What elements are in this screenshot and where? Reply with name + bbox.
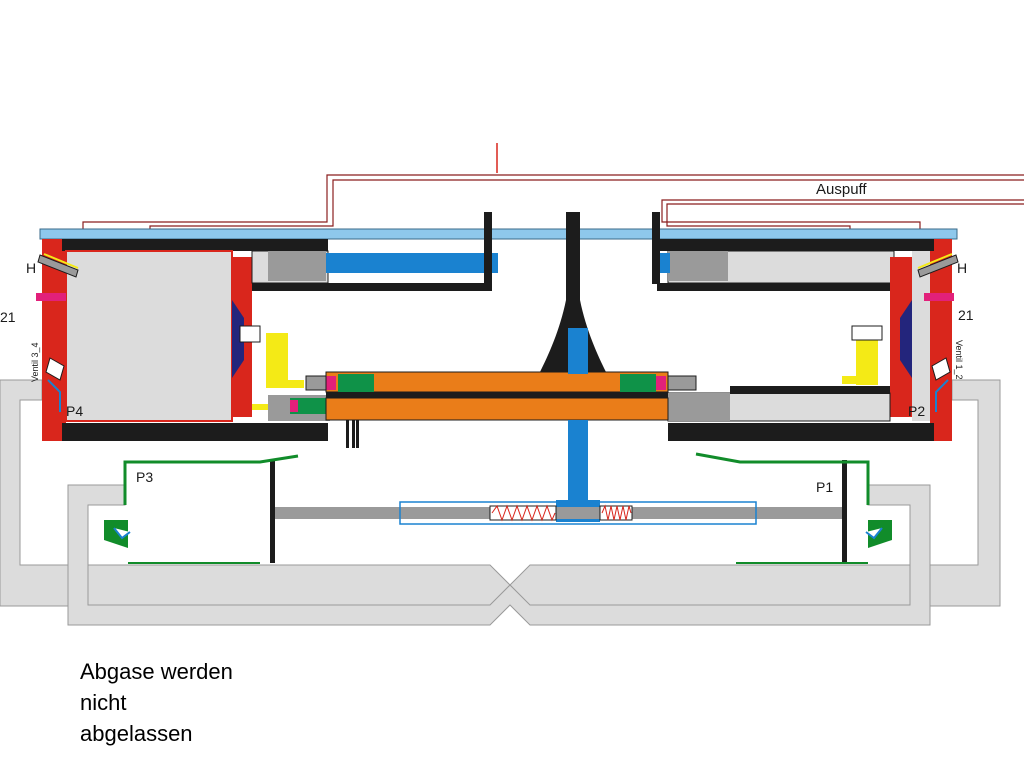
left-h-valve: [37, 254, 79, 278]
p3-valve-flap: [113, 527, 131, 540]
orange-beam-upper: [325, 371, 669, 393]
left-upper-port-block: [268, 251, 326, 281]
valve-label-right: Ventil 1_2: [954, 340, 964, 380]
left-piston-seal: [232, 300, 244, 378]
spring-left-box: [489, 505, 557, 521]
right-piston-seal: [900, 300, 912, 378]
beam-separator: [326, 392, 668, 398]
center-post: [540, 212, 606, 522]
left-h-valve-edge: [43, 253, 79, 269]
left-rod-post: [270, 460, 275, 563]
beam-green-right: [620, 374, 656, 392]
exhaust-pipe-left-outer: [82, 174, 1024, 232]
p1-valve-block: [868, 520, 892, 548]
right-cylinder-outer-wall: [930, 239, 952, 441]
center-post-shaft: [566, 212, 580, 302]
right-post: [652, 212, 660, 284]
left-magenta-pin: [36, 293, 66, 301]
p3-line: [123, 454, 299, 505]
beam-magenta-left: [326, 376, 336, 390]
right-rod-post: [842, 460, 847, 563]
right-cylinder-top-wall: [657, 239, 934, 251]
left-yellow-block: [266, 333, 288, 387]
exhaust-pipes: [82, 143, 1024, 232]
caption-line-2: nicht: [80, 690, 127, 715]
center-blue-lower: [568, 420, 588, 504]
valve-label-left: Ventil 3_4: [30, 342, 40, 382]
return-channel-inner: [67, 484, 931, 626]
left-yellow-pin: [252, 404, 278, 410]
right-ventil-flap: [931, 357, 951, 381]
p3-label: P3: [136, 469, 153, 485]
p1-line: [695, 452, 870, 505]
number-label-left: 21: [0, 309, 16, 325]
center-blue-upper: [568, 328, 588, 374]
right-h-valve: [917, 254, 959, 278]
left-upper-guide: [252, 283, 492, 291]
spring-left: [491, 504, 556, 522]
right-upper-guide: [657, 283, 894, 291]
right-magenta-pin: [924, 293, 954, 301]
right-lower-guide: [730, 386, 890, 394]
left-drain-2: [352, 418, 355, 448]
right-yellow-foot: [842, 376, 878, 384]
left-magenta-marker: [290, 400, 298, 412]
caption-line-3: abgelassen: [80, 721, 193, 746]
right-upper-port-block: [668, 251, 728, 281]
center-beam: [305, 371, 697, 421]
right-blue-rod: [660, 253, 670, 273]
caption-line-1: Abgase werden: [80, 659, 233, 684]
exhaust-pipe-left-inner: [149, 179, 1024, 232]
h-label-left: H: [26, 260, 36, 276]
p3-valve-block: [104, 520, 128, 548]
p2-label: P2: [908, 403, 925, 419]
beam-clamp-left: [305, 375, 327, 391]
lower-rod-sleeve: [399, 501, 757, 525]
left-cylinder: [36, 212, 498, 448]
right-cylinder: [652, 212, 959, 441]
p4-label: P4: [66, 403, 83, 419]
left-ventil-flap: [45, 357, 65, 381]
number-label-right: 21: [958, 307, 974, 323]
right-cylinder-bottom-wall: [668, 423, 934, 441]
left-cylinder-outer-wall: [42, 239, 66, 441]
exhaust-pipe-right-outer: [661, 199, 1024, 232]
beam-clamp-right: [667, 375, 697, 391]
right-lower-port-block: [668, 393, 730, 421]
exhaust-label: Auspuff: [816, 181, 867, 198]
top-rail: [39, 228, 958, 240]
right-ventil-line: [935, 379, 949, 412]
left-drain-1: [346, 418, 349, 448]
beam-magenta-right: [656, 376, 666, 390]
exhaust-pipe-right-inner: [666, 203, 1024, 232]
left-yellow-foot: [266, 380, 304, 388]
orange-beam-lower: [325, 397, 669, 421]
right-clamp: [851, 325, 883, 341]
left-drain-3: [356, 418, 359, 448]
pump-lines: [123, 452, 870, 564]
lower-rod-bar: [274, 507, 846, 519]
left-clamp: [239, 325, 261, 343]
h-label-right: H: [957, 260, 967, 276]
beam-green-left: [338, 374, 374, 392]
right-h-valve-edge: [917, 253, 953, 269]
left-post: [484, 212, 492, 291]
lower-rod: [270, 460, 847, 563]
left-blue-rod: [326, 253, 498, 273]
caption: Abgase werden nicht abgelassen: [80, 656, 380, 749]
left-cylinder-bottom-wall: [62, 423, 328, 441]
left-ventil-line: [47, 379, 61, 412]
right-yellow-block: [856, 333, 878, 385]
spring-right: [601, 504, 632, 521]
left-combustion-chamber: [65, 250, 233, 422]
p1-valve-flap: [865, 527, 883, 540]
p1-label: P1: [816, 479, 833, 495]
left-cylinder-top-wall: [62, 239, 328, 251]
